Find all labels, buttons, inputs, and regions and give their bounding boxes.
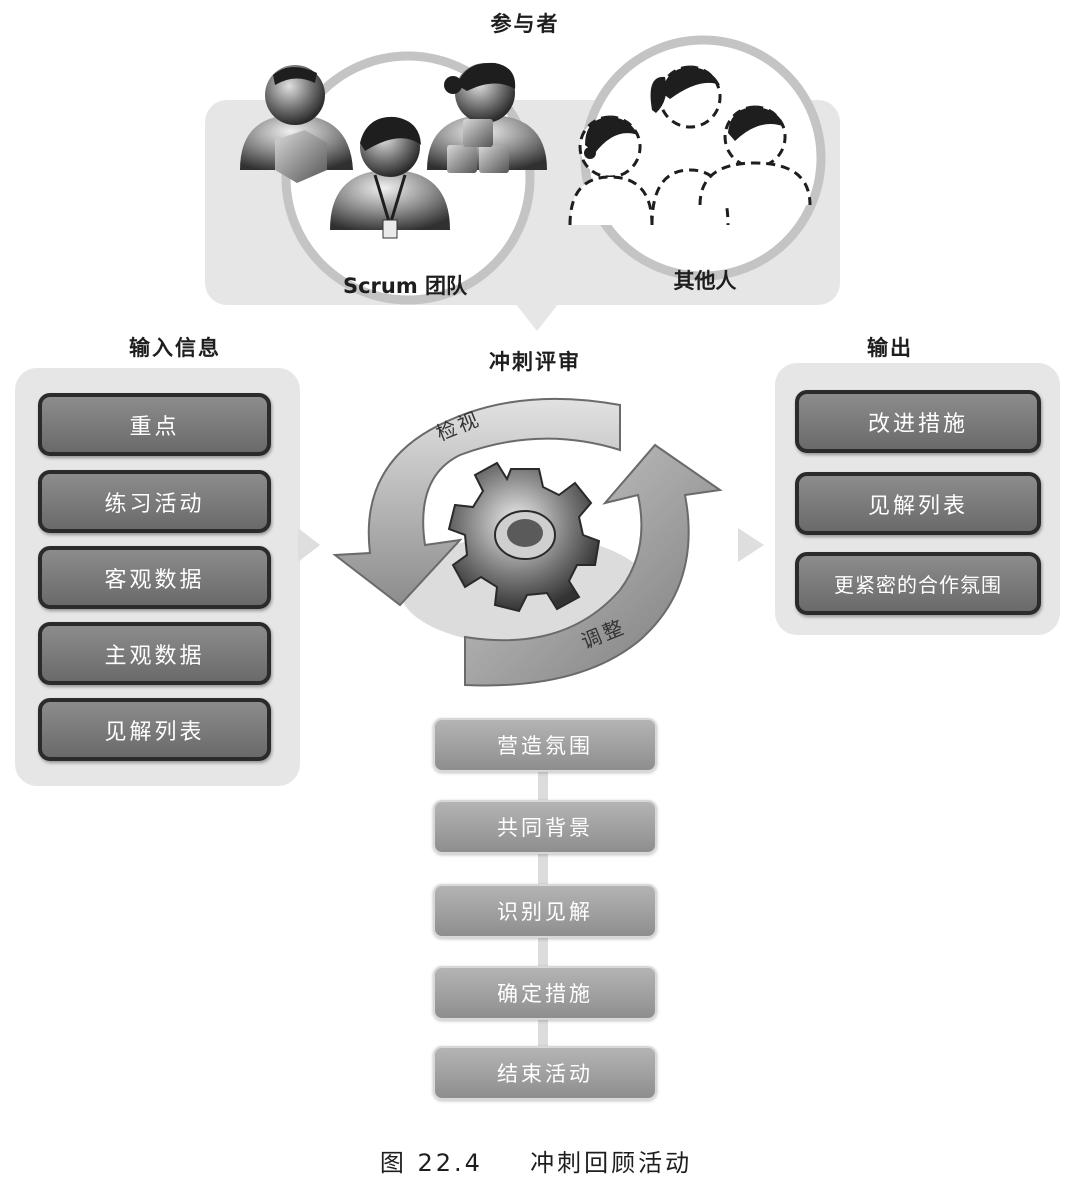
input-item-practice-activities: 练习活动 (38, 470, 271, 533)
outputs-title: 输出 (867, 336, 913, 360)
others-people-icon (568, 65, 812, 226)
input-item-objective-data: 客观数据 (38, 546, 271, 609)
scrum-team-label: Scrum 团队 (342, 274, 468, 298)
others-label: 其他人 (673, 269, 737, 293)
participants-title: 参与者 (490, 12, 560, 36)
step-close-retrospective: 结束活动 (433, 1046, 657, 1100)
center-to-output-arrow (738, 528, 764, 562)
figure-title: 冲刺回顾活动 (530, 1149, 693, 1177)
center-title: 冲刺评审 (489, 350, 581, 374)
panel-pointer (515, 303, 559, 331)
scrum-team-people-icon (240, 62, 547, 239)
input-item-focus: 重点 (38, 393, 271, 456)
step-decide-actions: 确定措施 (433, 966, 657, 1020)
step-gather-data: 共同背景 (433, 800, 657, 854)
output-item-insight-list: 见解列表 (795, 472, 1041, 535)
output-item-closer-collaboration: 更紧密的合作氛围 (795, 552, 1041, 615)
input-item-subjective-data: 主观数据 (38, 622, 271, 685)
inputs-title: 输入信息 (129, 336, 221, 360)
figure-number: 图 22.4 (379, 1149, 483, 1177)
step-generate-insights: 识别见解 (433, 884, 657, 938)
step-set-the-stage: 营造氛围 (433, 718, 657, 772)
figure-caption: 图 22.4 冲刺回顾活动 (0, 1143, 1072, 1178)
inspect-adapt-cycle-icon (332, 397, 723, 687)
input-item-insight-list: 见解列表 (38, 698, 271, 761)
input-to-center-arrow (298, 528, 320, 562)
output-item-improvement-actions: 改进措施 (795, 390, 1041, 453)
